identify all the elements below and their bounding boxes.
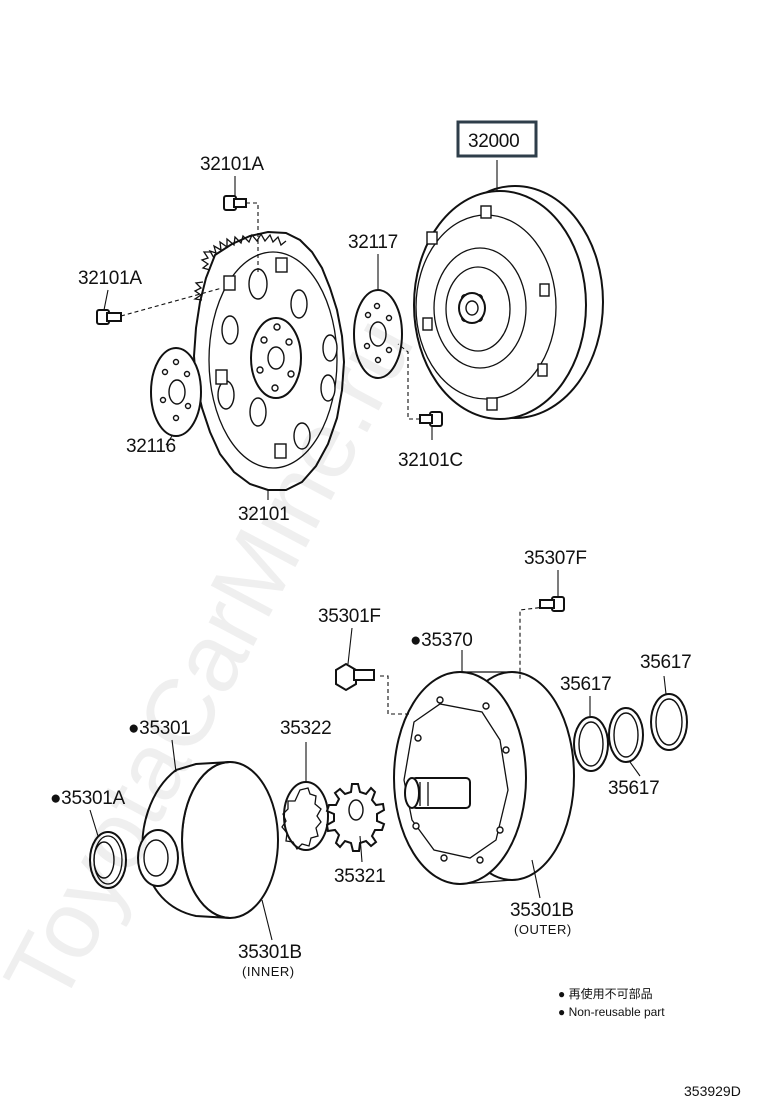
- label-35321[interactable]: 35321: [334, 866, 386, 887]
- o-rings-35617: [573, 675, 688, 777]
- label-32101A-top[interactable]: 32101A: [200, 154, 265, 175]
- driven-gear: [281, 742, 329, 851]
- bolt-35307F: [539, 570, 565, 612]
- label-35617-c[interactable]: 35617: [608, 778, 660, 799]
- label-32116[interactable]: 32116: [126, 436, 176, 457]
- label-35370[interactable]: ●35370: [410, 630, 473, 651]
- bolt-32101A-left: [96, 287, 223, 325]
- bolt-32101A-top: [223, 176, 259, 272]
- part-number-highlight-box: [456, 120, 538, 158]
- diagram-code: 353929D: [684, 1083, 741, 1099]
- oil-seal: [89, 809, 127, 889]
- label-35301B-inner[interactable]: 35301B: [238, 942, 302, 963]
- bolt-32101C: [397, 343, 443, 440]
- label-32101A-left[interactable]: 32101A: [78, 268, 143, 289]
- label-35301[interactable]: ●35301: [128, 718, 191, 739]
- label-32101C[interactable]: 32101C: [398, 450, 463, 471]
- bolt-35301F: [335, 627, 375, 692]
- label-35301A[interactable]: ●35301A: [50, 788, 126, 809]
- plate-32117: [353, 254, 403, 379]
- label-32101[interactable]: 32101: [238, 504, 290, 525]
- label-35301B-outer[interactable]: 35301B: [510, 900, 574, 921]
- label-35301F[interactable]: 35301F: [318, 606, 381, 627]
- label-32000[interactable]: 32000: [468, 131, 520, 152]
- sublabel-inner: (INNER): [242, 964, 295, 979]
- label-35617-a[interactable]: 35617: [640, 652, 692, 673]
- drive-gear: [325, 783, 386, 863]
- label-35322[interactable]: 35322: [280, 718, 332, 739]
- plate-32116: [150, 347, 202, 446]
- pump-cover: [137, 739, 279, 941]
- legend-en: ● Non-reusable part: [558, 1005, 665, 1019]
- oil-pump-body: [380, 605, 575, 899]
- torque-converter: [413, 160, 604, 420]
- sublabel-outer: (OUTER): [514, 922, 572, 937]
- label-35307F[interactable]: 35307F: [524, 548, 587, 569]
- label-32117[interactable]: 32117: [348, 232, 398, 253]
- label-35617-b[interactable]: 35617: [560, 674, 612, 695]
- legend-jp: ● 再使用不可部品: [558, 986, 653, 1001]
- drive-plate: [192, 230, 346, 500]
